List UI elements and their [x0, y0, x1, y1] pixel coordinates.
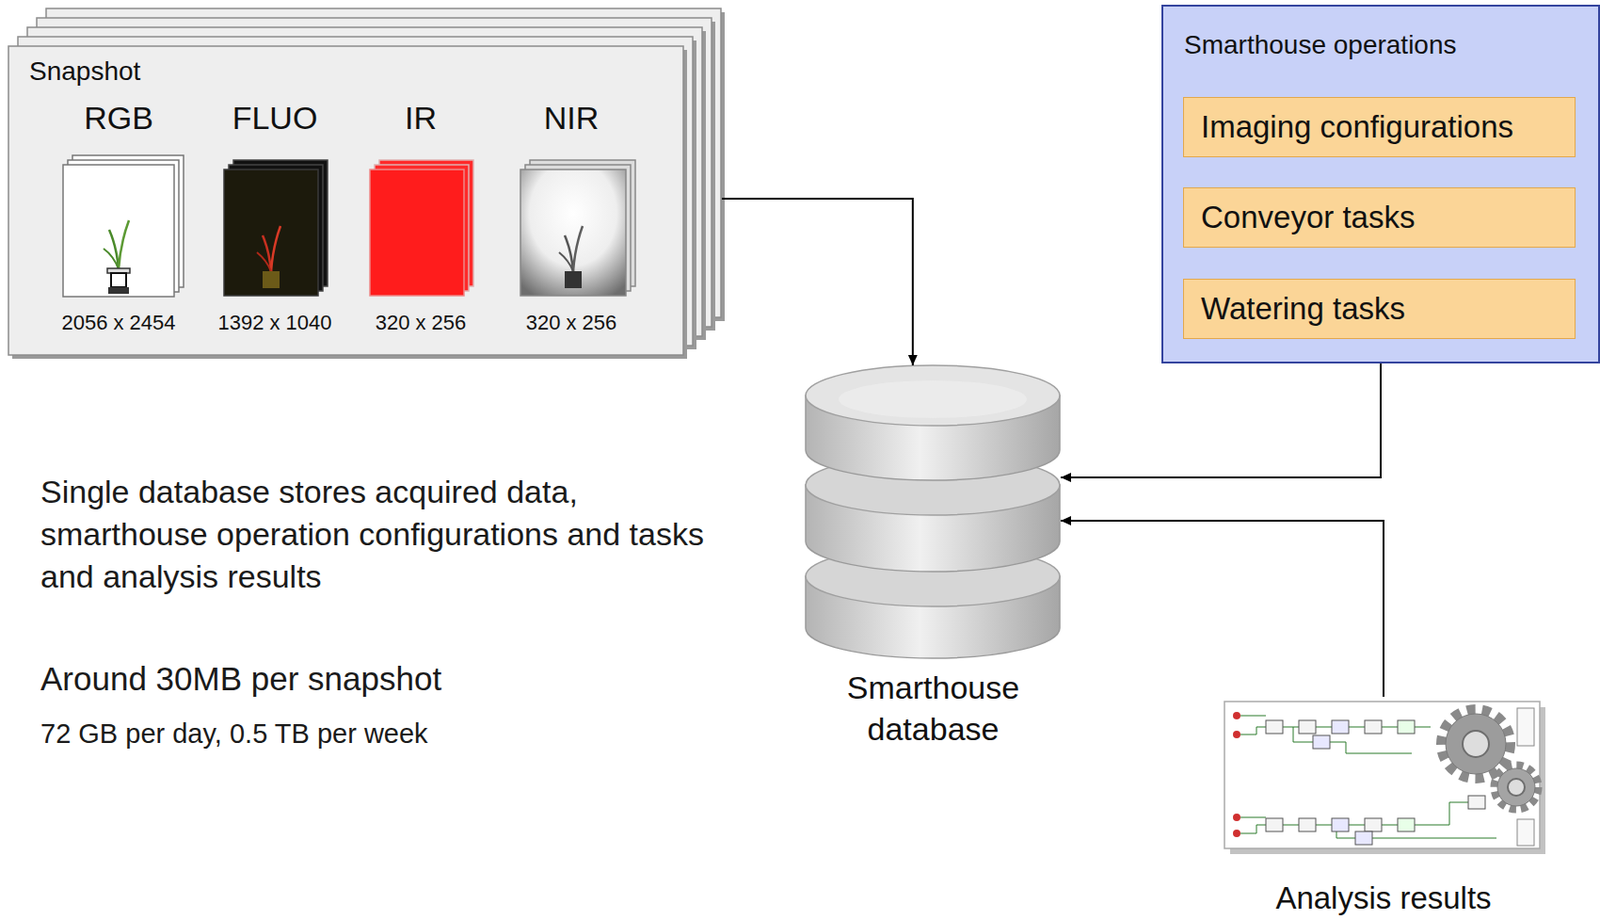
fluo-image-part [262, 271, 280, 288]
snapshot-panel-title: Snapshot [29, 55, 141, 87]
image-channel-title: RGB [83, 98, 154, 137]
image-channel: RGB 2056 x 2454 [43, 98, 194, 336]
snapshot-stack-part [8, 46, 684, 355]
image-channel: IR 320 x 256 [345, 98, 496, 336]
rgb-image-part [118, 220, 129, 270]
workflow-image-part [1232, 829, 1241, 837]
workflow-image-part [1364, 817, 1382, 832]
analysis-results: Analysis results [1224, 696, 1543, 919]
nir-image-part [520, 169, 626, 296]
fluo-image-part [262, 235, 272, 272]
database-cylinder-art-part [805, 365, 1060, 426]
nir-image-part [559, 252, 574, 272]
workflow-image-part [1265, 720, 1283, 734]
image-channel-detail: 1392 x 1040 [217, 310, 332, 336]
nir-image-part [564, 235, 574, 272]
fluo-image-part [271, 225, 281, 272]
workflow-image-part [1224, 701, 1540, 848]
task-box-title: Imaging configurations [1200, 109, 1514, 146]
nir-image-part [564, 271, 582, 288]
workflow-image-part [1331, 817, 1349, 832]
workflow-image-part [1517, 707, 1535, 746]
task-box: Conveyor tasks [1183, 187, 1576, 248]
rgb-image [63, 155, 184, 297]
fluo-image-part [224, 169, 319, 296]
flow-arrow [1060, 520, 1384, 697]
rgb-image-part [108, 287, 129, 294]
analysis-results-title: Analysis results [1275, 880, 1491, 917]
image-channel-detail: 320 x 256 [526, 310, 618, 336]
workflow-image-part [1298, 720, 1316, 734]
workflow-image-part [1364, 720, 1382, 734]
workflow-image-part [1462, 730, 1489, 757]
workflow-image-part [1232, 730, 1241, 738]
workflow-image-part [1232, 711, 1241, 720]
database-cylinder-art-part [838, 380, 1027, 418]
workflow-image-part [1445, 713, 1506, 774]
image-channel-detail: 320 x 256 [375, 310, 467, 336]
flow-arrow [1060, 363, 1381, 478]
ir-image-part [369, 169, 464, 296]
task-box-title: Conveyor tasks [1200, 199, 1415, 237]
snapshot-stack [8, 8, 725, 359]
task-box: Imaging configurations [1183, 96, 1576, 158]
database-cylinder: Smarthouse database [805, 365, 1061, 753]
workflow-image [1224, 701, 1546, 854]
operations-panel: Smarthouse operationsImaging configurati… [1161, 4, 1600, 364]
note-text: Single database stores acquired data, sm… [40, 470, 728, 598]
flow-arrow [721, 198, 913, 366]
workflow-image-part [1494, 765, 1538, 809]
nir-image-part [573, 225, 583, 272]
workflow-image-part [1468, 795, 1486, 809]
ir-image [369, 160, 474, 296]
nir-image [520, 160, 636, 296]
workflow-image-part [1232, 813, 1241, 821]
workflow-image-part [1497, 768, 1536, 806]
workflow-image-part [1507, 778, 1525, 796]
image-channel-title: NIR [544, 98, 600, 137]
rgb-image-part [109, 229, 119, 270]
workflow-image-part [1517, 818, 1535, 846]
image-channel-title: FLUO [232, 98, 319, 137]
workflow-image-part [1397, 720, 1415, 734]
workflow-image-part [1397, 817, 1415, 832]
note-text: Around 30MB per snapshot [40, 658, 728, 699]
operations-panel-title: Smarthouse operations [1184, 29, 1457, 61]
workflow-image-part [1355, 831, 1373, 845]
task-box: Watering tasks [1183, 278, 1576, 339]
image-channel-detail: 2056 x 2454 [61, 310, 176, 336]
workflow-image-part [1441, 709, 1510, 778]
workflow-image-part [1331, 720, 1349, 734]
rgb-image-part [103, 248, 119, 270]
fluo-image [224, 160, 328, 296]
image-channel-title: IR [404, 98, 437, 137]
task-box-title: Watering tasks [1200, 290, 1406, 328]
snapshot-panel: SnapshotRGB 2056 x 2454 FLUO 1392 x 1040 IR 3… [8, 8, 722, 355]
workflow-image-part [1312, 735, 1330, 749]
fluo-image-part [256, 252, 272, 272]
rgb-image-part [63, 164, 175, 297]
image-channel: NIR 320 x 256 [496, 98, 647, 336]
rgb-image-part [111, 272, 127, 288]
workflow-image-part [1265, 817, 1283, 832]
workflow-image-part [1298, 817, 1316, 832]
note-text: 72 GB per day, 0.5 TB per week [40, 717, 728, 751]
database-cylinder-title: Smarthouse database [805, 666, 1061, 750]
image-channel: FLUO 1392 x 1040 [199, 98, 351, 336]
database-cylinder-art [805, 365, 1060, 658]
